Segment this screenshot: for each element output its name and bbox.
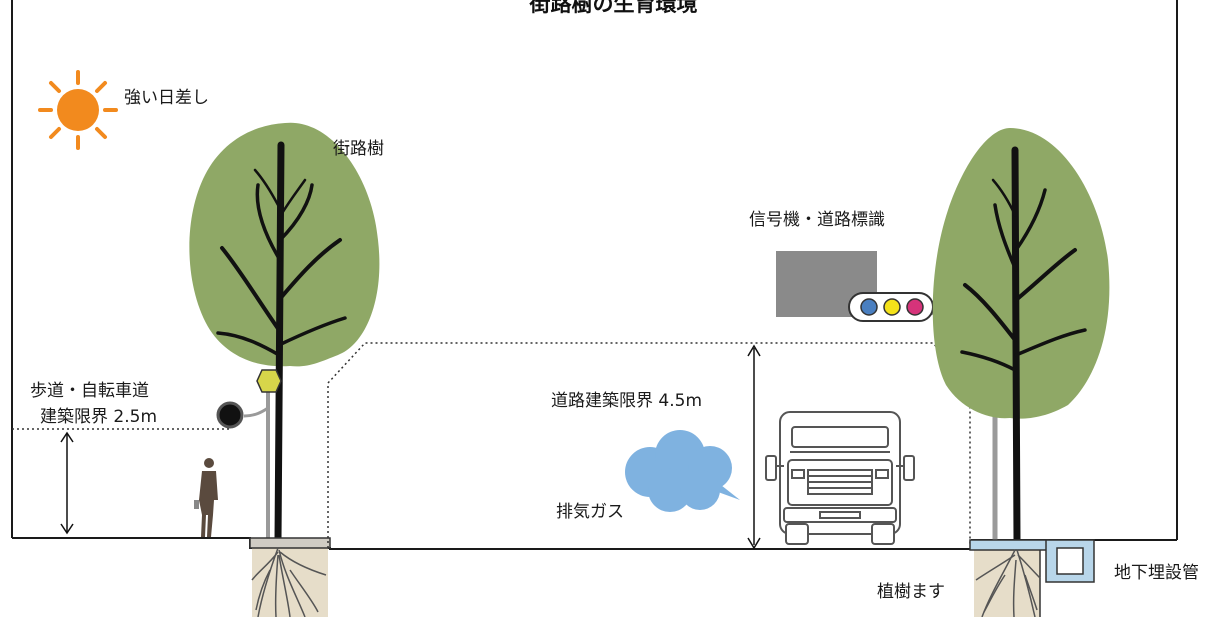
road-clearance-label: 道路建築限界 4.5m [551, 391, 702, 411]
sun-icon [38, 70, 118, 150]
sidewalk-clearance-label-line2: 建築限界 2.5m [40, 407, 157, 427]
sidewalk-clearance-label-line1: 歩道・自転車道 [30, 381, 149, 401]
diagram-title: 街路樹の生育環境 [529, 0, 698, 16]
planting-pit-right [969, 539, 1049, 618]
truck-icon [765, 411, 915, 545]
street-tree-label: 街路樹 [333, 139, 384, 159]
tree-canopy-left [189, 122, 380, 367]
exhaust-label: 排気ガス [556, 502, 624, 522]
road-clearance-marker [747, 344, 761, 550]
sun-label: 強い日差し [124, 88, 209, 108]
underground-pipe-icon [1045, 539, 1095, 583]
exhaust-cloud-icon [625, 430, 740, 512]
street-tree-right [932, 128, 1110, 544]
traffic-light-icon [848, 292, 934, 322]
tree-canopy-right [932, 128, 1110, 419]
planting-pit-label: 植樹ます [877, 582, 945, 602]
sidewalk-clearance-marker [12, 428, 230, 535]
underground-pipe-label: 地下埋設管 [1114, 563, 1199, 583]
signals-label: 信号機・道路標識 [749, 210, 885, 230]
road-clearance-envelope [327, 342, 971, 548]
sidewalk-sign-left [216, 369, 282, 540]
street-tree-left [189, 122, 380, 544]
planting-pit-left [249, 537, 331, 618]
pedestrian-icon [194, 458, 218, 537]
